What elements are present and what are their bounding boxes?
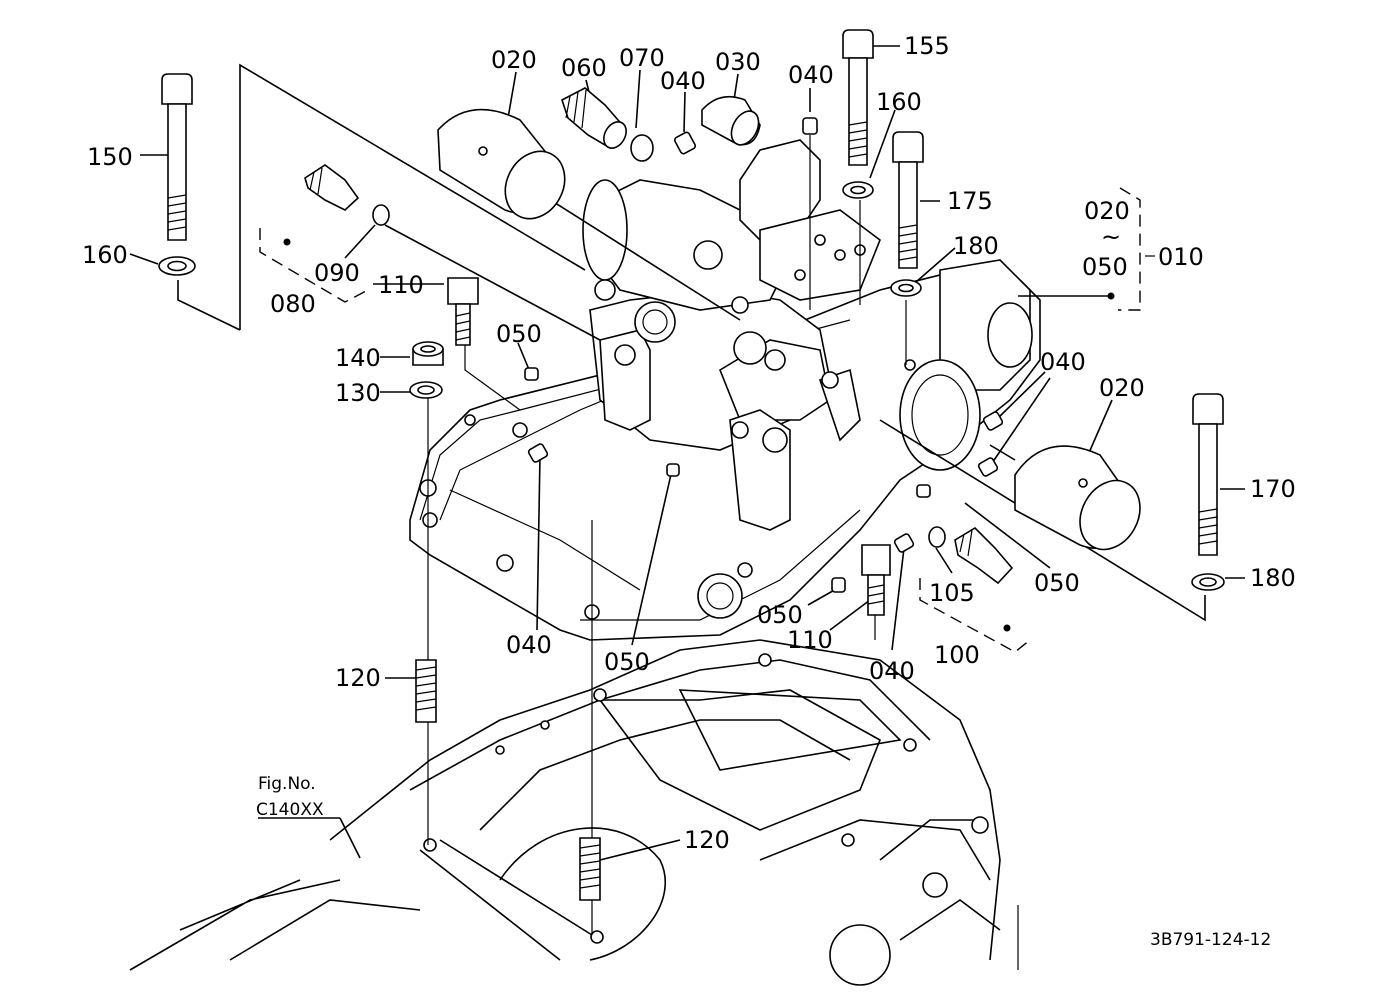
callout-labels: 020 060 070 040 030 040 155 160 150 175 … <box>82 32 1296 854</box>
label-105: 105 <box>929 579 975 607</box>
label-170: 170 <box>1250 475 1296 503</box>
washer-180-right <box>1191 573 1225 591</box>
fitting-090-upper <box>304 164 360 211</box>
lift-cover-casting <box>409 139 1041 641</box>
bush-020-right <box>1014 445 1141 551</box>
bolt-150 <box>161 73 193 241</box>
label-110-lower: 110 <box>787 626 833 654</box>
label-range-tilde: ~ <box>1101 223 1121 251</box>
parts <box>158 29 1225 901</box>
dot-marker-010 <box>1107 292 1115 300</box>
label-010: 010 <box>1158 243 1204 271</box>
bolt-175 <box>892 131 924 269</box>
label-120-left: 120 <box>335 664 381 692</box>
dot-marker-100 <box>1003 624 1011 632</box>
bolt-155 <box>842 29 874 166</box>
fitting-105-lower <box>954 526 1014 585</box>
label-130: 130 <box>335 379 381 407</box>
label-180-right: 180 <box>1250 564 1296 592</box>
fig-ref-line1: Fig.No. <box>258 774 316 794</box>
label-050-right: 050 <box>1034 569 1080 597</box>
label-155: 155 <box>904 32 950 60</box>
washer-160-left <box>158 256 196 276</box>
label-040-right: 040 <box>1040 348 1086 376</box>
label-150: 150 <box>87 143 133 171</box>
bolt-110-lower <box>861 544 891 616</box>
dot-marker-080 <box>283 238 291 246</box>
label-040-bottom-left: 040 <box>506 631 552 659</box>
label-020-left: 020 <box>491 46 537 74</box>
o-ring-070 <box>630 134 654 162</box>
label-030: 030 <box>715 48 761 76</box>
label-090: 090 <box>314 259 360 287</box>
label-range-start: 020 <box>1084 197 1130 225</box>
label-175: 175 <box>947 187 993 215</box>
bush-030 <box>701 95 761 146</box>
drawing-number: 3B791-124-12 <box>1150 930 1271 950</box>
bolt-170 <box>1192 393 1224 556</box>
label-160-left: 160 <box>82 241 128 269</box>
set-screws <box>524 117 1004 593</box>
label-040-top-right: 040 <box>788 61 834 89</box>
stud-120-left <box>415 659 437 723</box>
washer-130 <box>409 381 443 399</box>
label-080: 080 <box>270 290 316 318</box>
washer-180-top <box>890 279 922 297</box>
o-ring-090 <box>372 204 390 226</box>
label-140: 140 <box>335 344 381 372</box>
label-050-upper: 050 <box>496 320 542 348</box>
label-040-top-left: 040 <box>660 67 706 95</box>
label-050-bottom: 050 <box>757 601 803 629</box>
label-180-top: 180 <box>953 232 999 260</box>
transmission-case <box>129 639 1019 986</box>
figure-reference: Fig.No. C140XX <box>256 774 324 820</box>
stud-120-center <box>579 837 601 901</box>
fig-ref-line2: C140XX <box>256 800 324 820</box>
label-070: 070 <box>619 44 665 72</box>
label-040-bottom-right: 040 <box>869 657 915 685</box>
label-110-upper: 110 <box>378 271 424 299</box>
label-120-center: 120 <box>684 826 730 854</box>
fitting-060 <box>561 87 627 150</box>
label-range-end: 050 <box>1082 253 1128 281</box>
bolt-110-upper <box>447 277 479 346</box>
washer-160-top <box>842 181 874 199</box>
label-100: 100 <box>934 641 980 669</box>
nut-140 <box>412 341 444 366</box>
assembly-brackets <box>259 187 1155 653</box>
label-060: 060 <box>561 54 607 82</box>
label-020-right: 020 <box>1099 374 1145 402</box>
bush-020-left <box>437 108 566 220</box>
label-160-top: 160 <box>876 88 922 116</box>
o-ring-105 <box>928 526 946 548</box>
label-050-bottom-center: 050 <box>604 648 650 676</box>
